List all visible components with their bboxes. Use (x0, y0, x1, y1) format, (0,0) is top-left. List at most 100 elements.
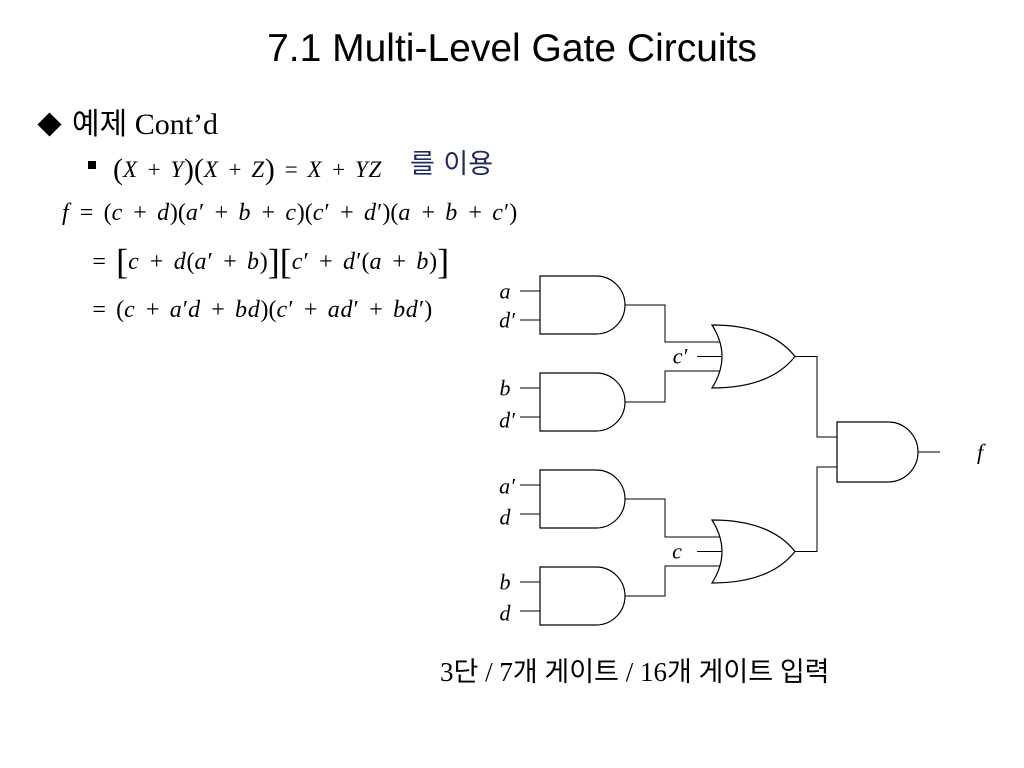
math-glyph: + (149, 249, 164, 275)
math-glyph: a (327, 297, 340, 323)
equation-line-1: f = (c + d)(a′ + b + c)(c′ + d′)(a + b +… (62, 196, 517, 230)
math-glyph: ′ (504, 200, 510, 226)
math-glyph: ′ (356, 249, 362, 275)
math-glyph: a (185, 200, 198, 226)
math-glyph: ) (183, 152, 194, 186)
input-label: b (500, 570, 511, 595)
input-label: d (500, 601, 512, 626)
input-label: a (500, 279, 511, 304)
output-label: f (977, 440, 986, 465)
math-glyph: = (92, 249, 106, 275)
math-glyph: [ (279, 241, 292, 282)
math-glyph: ] (267, 241, 280, 282)
math-glyph: ( (186, 249, 195, 275)
math-glyph: + (133, 200, 147, 226)
or-input-label: c (672, 539, 682, 564)
math-glyph: ) (169, 200, 178, 226)
math-glyph: + (332, 157, 346, 182)
math-glyph: ′ (182, 297, 189, 323)
slide-title: 7.1 Multi-Level Gate Circuits (267, 27, 757, 70)
math-glyph: ′ (418, 297, 425, 323)
math-glyph: ′ (377, 200, 383, 226)
math-glyph: ( (361, 249, 370, 275)
math-glyph: a (194, 249, 207, 275)
wire-or1-to-and5 (795, 356, 840, 438)
math-glyph: c (312, 200, 324, 226)
math-glyph: ′ (199, 200, 205, 226)
math-glyph: = (284, 157, 298, 182)
math-glyph: c (111, 200, 123, 226)
input-label: a′ (499, 474, 516, 499)
wire-or2-to-and5 (795, 466, 840, 552)
math-glyph: d (188, 297, 201, 323)
math-glyph: + (392, 249, 407, 275)
math-glyph: + (261, 200, 276, 226)
math-glyph: + (211, 297, 225, 323)
or-input-label: c′ (673, 344, 689, 369)
input-label: d (500, 505, 512, 530)
math-glyph: ) (260, 297, 269, 323)
wire-and4-to-or2 (625, 565, 726, 597)
math-glyph: ) (296, 200, 305, 226)
math-glyph: d (173, 249, 186, 275)
circuit-summary: 3단 / 7개 게이트 / 16개 게이트 입력 (440, 657, 830, 687)
square-bullet-icon (88, 161, 96, 169)
math-glyph: ) (509, 200, 518, 226)
math-glyph: b (247, 249, 260, 275)
math-glyph: b (235, 297, 248, 323)
math-glyph: Z (368, 157, 382, 182)
math-glyph: [ (116, 241, 129, 282)
math-glyph: d (343, 249, 356, 275)
bullet-text: 예제 Cont’d (72, 108, 219, 141)
math-glyph: + (468, 200, 482, 226)
math-glyph: d (247, 297, 260, 323)
math-glyph: c (291, 249, 303, 275)
equation-line-2: = [c + d(a′ + b)][c′ + d′(a + b)] (88, 243, 449, 279)
math-glyph: d (405, 297, 418, 323)
math-glyph: ′ (353, 297, 359, 323)
math-glyph: ( (268, 297, 277, 323)
math-glyph: a (398, 200, 411, 226)
and-gate-4 (539, 566, 626, 626)
wires (520, 290, 940, 612)
math-glyph: + (303, 297, 318, 323)
math-glyph: ) (424, 297, 433, 323)
math-glyph: + (214, 200, 229, 226)
math-glyph: ) (264, 152, 275, 186)
math-glyph: d (363, 200, 376, 226)
math-glyph: ( (390, 200, 399, 226)
math-glyph: Z (251, 157, 265, 182)
input-label: b (500, 376, 511, 401)
math-glyph: = (92, 297, 106, 323)
input-label: d′ (499, 308, 516, 333)
math-glyph: a (369, 249, 382, 275)
math-glyph: ) (429, 249, 438, 275)
math-glyph: ′ (324, 200, 330, 226)
math-glyph: + (340, 200, 354, 226)
or-gate-2 (710, 519, 796, 584)
identity-formula: (X + Y)(X + Z) = X + YZ (113, 153, 382, 187)
math-glyph: ( (116, 297, 125, 323)
wire-and3-to-or2 (625, 498, 726, 538)
math-glyph: a (169, 297, 182, 323)
math-glyph: c (276, 297, 288, 323)
math-glyph: + (228, 157, 242, 182)
math-glyph: + (319, 249, 333, 275)
sub-bullet-text: 를 이용 (410, 149, 494, 180)
math-glyph: + (223, 249, 237, 275)
math-glyph: c (492, 200, 503, 226)
math-glyph: = (79, 200, 94, 226)
math-glyph: X (203, 157, 218, 182)
math-glyph: ) (382, 200, 391, 226)
math-glyph: + (147, 157, 161, 182)
math-glyph: ] (437, 241, 450, 282)
math-glyph: b (416, 249, 429, 275)
or-gate-1 (710, 324, 796, 389)
math-glyph: f (62, 200, 69, 226)
math-glyph: b (393, 297, 406, 323)
and-gate-3 (539, 469, 626, 529)
math-glyph: ( (193, 152, 204, 186)
math-glyph: ( (103, 200, 112, 226)
math-glyph: X (307, 157, 322, 182)
math-glyph: ′ (288, 297, 294, 323)
